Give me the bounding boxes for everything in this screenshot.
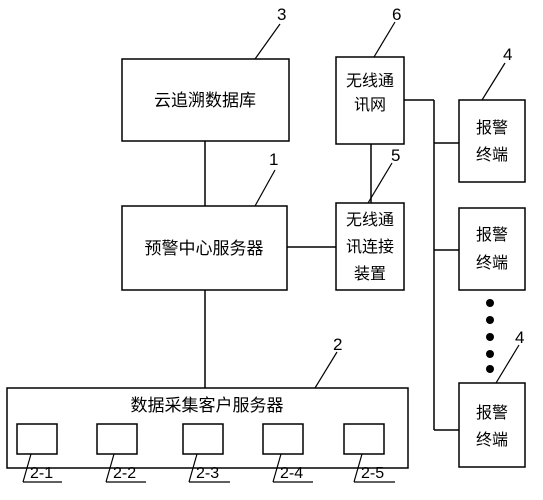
collection-server-ref: 2	[333, 335, 342, 354]
alarm-terminal-2: 报警 终端	[458, 207, 526, 291]
client-unit-label: 2-2	[113, 465, 136, 482]
alarm-terminal-1-ref: 4	[503, 45, 512, 64]
client-unit-label: 2-4	[280, 465, 303, 482]
alarm-terminal-1-leader	[481, 62, 506, 101]
wireless-network-line-1: 无线通	[346, 71, 394, 90]
cloud-database-ref: 3	[277, 5, 286, 24]
wireless-network-leader	[373, 21, 396, 58]
client-unit-2-4: 2-4	[262, 423, 313, 483]
client-unit-2-5: 2-5	[343, 423, 395, 483]
connection-lines	[204, 99, 459, 431]
cloud-database-node: 云追溯数据库 3	[121, 5, 290, 142]
client-unit-label: 2-5	[361, 465, 384, 482]
wireless-device-leader	[367, 162, 393, 204]
warning-server-leader	[254, 169, 276, 207]
warning-server-ref: 1	[269, 150, 278, 169]
wireless-network-node: 无线通 讯网 6	[335, 5, 405, 145]
client-unit-2-1: 2-1	[16, 423, 62, 483]
ellipsis-dot	[486, 299, 494, 307]
ellipsis-dot	[486, 350, 494, 358]
alarm-terminal-2-line-2: 终端	[476, 253, 508, 272]
wireless-device-line-3: 装置	[354, 264, 386, 283]
alarm-terminal-1-line-2: 终端	[476, 145, 508, 164]
client-unit-leader	[22, 453, 32, 483]
client-unit-leader	[188, 453, 198, 483]
warning-server-label: 预警中心服务器	[145, 239, 264, 259]
client-unit-leader	[353, 453, 363, 483]
alarm-terminal-3-ref: 4	[515, 328, 524, 347]
ellipsis-dot	[486, 365, 494, 373]
alarm-terminal-1: 报警 终端 4	[458, 45, 526, 183]
cloud-database-leader	[254, 23, 281, 60]
wireless-network-line-2: 讯网	[354, 95, 386, 114]
wireless-device-line-2: 讯连接	[346, 237, 394, 256]
continuation-dots	[486, 299, 494, 373]
ellipsis-dot	[486, 316, 494, 324]
warning-server-node: 预警中心服务器 1	[121, 150, 288, 291]
cloud-database-label: 云追溯数据库	[154, 91, 256, 111]
alarm-terminal-3-leader	[495, 344, 520, 384]
collection-server-leader	[314, 351, 338, 389]
client-unit-2-3: 2-3	[182, 423, 230, 483]
wireless-device-line-1: 无线通	[346, 210, 394, 229]
client-unit-label: 2-3	[196, 465, 219, 482]
alarm-terminal-2-line-1: 报警	[476, 225, 508, 244]
wireless-device-ref: 5	[391, 146, 400, 165]
client-unit-label: 2-1	[30, 465, 53, 482]
alarm-terminal-1-line-1: 报警	[476, 118, 508, 137]
client-unit-2-2: 2-2	[96, 423, 146, 483]
ellipsis-dot	[486, 333, 494, 341]
collection-server-label: 数据采集客户服务器	[131, 396, 284, 416]
alarm-terminal-3-line-1: 报警	[476, 403, 508, 422]
client-unit-leader	[272, 453, 282, 483]
wireless-device-node: 无线通 讯连接 装置 5	[335, 146, 405, 291]
client-unit-leader	[105, 453, 115, 483]
wireless-network-ref: 6	[392, 5, 401, 24]
alarm-terminal-3-line-2: 终端	[476, 430, 508, 449]
alarm-terminal-3: 报警 终端 4	[458, 328, 526, 468]
